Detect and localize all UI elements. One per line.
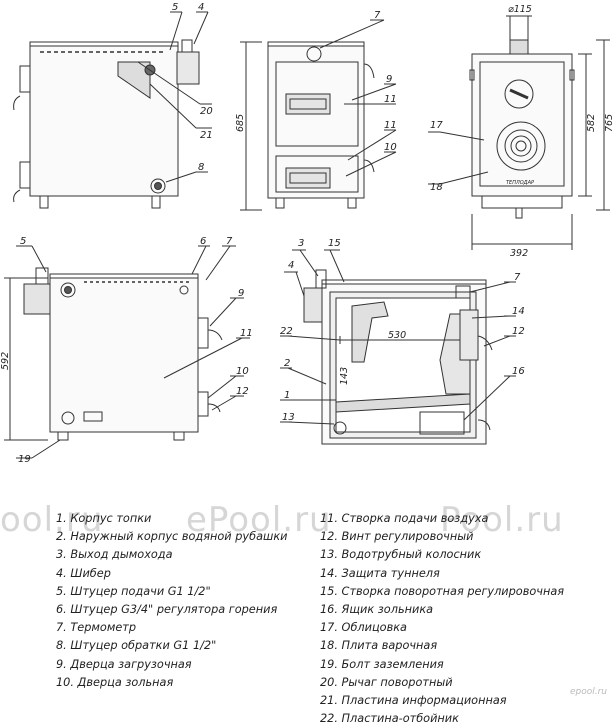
callout: 12 <box>512 326 525 337</box>
legend-item: 4. Шибер <box>56 566 111 580</box>
nameplate-text: ТЕПЛОДАР <box>506 180 534 186</box>
view-front <box>267 41 375 209</box>
legend-item: 19. Болт заземления <box>320 657 444 671</box>
legend-item: 3. Выход дымохода <box>56 548 173 562</box>
callout: 9 <box>386 74 392 85</box>
legend-item: 13. Водотрубный колосник <box>320 548 482 562</box>
view-rear <box>13 39 200 209</box>
callout: 8 <box>198 162 204 173</box>
legend-item: 6. Штуцер G3/4" регулятора горения <box>56 603 278 617</box>
legend-item: 8. Штуцер обратки G1 1/2" <box>56 639 217 653</box>
watermark: ePool.ru <box>186 500 332 540</box>
legend-item: 15. Створка поворотная регулировочная <box>320 584 565 598</box>
callout: 15 <box>328 238 341 249</box>
technical-drawing: 5 4 20 21 8 7 9 11 11 10 17 18 5 6 7 9 1… <box>0 2 613 465</box>
callout: 3 <box>298 238 304 249</box>
callout: 12 <box>236 386 249 397</box>
legend-item: 20. Рычаг поворотный <box>320 675 453 689</box>
view-section <box>303 269 493 445</box>
callout: 9 <box>238 288 244 299</box>
callout: 22 <box>280 326 293 337</box>
legend-left: 1. Корпус топки 2. Наружный корпус водян… <box>56 510 288 692</box>
callout: 1 <box>284 390 290 401</box>
callout: 17 <box>430 120 443 131</box>
callout: 6 <box>200 236 206 247</box>
callout: 5 <box>172 2 178 13</box>
callout: 14 <box>512 306 525 317</box>
legend-item: 1. Корпус топки <box>56 512 152 525</box>
watermark: Pool.ru <box>440 500 564 540</box>
callout: 7 <box>514 272 521 283</box>
legend-item: 2. Наружный корпус водяной рубашки <box>56 530 288 544</box>
legend-item: 5. Штуцер подачи G1 1/2" <box>56 584 211 598</box>
view-top <box>469 39 575 219</box>
site-logo: epool.ru <box>569 687 607 697</box>
view-side <box>23 267 223 441</box>
callout: 10 <box>384 142 397 153</box>
dimension-inner-depth: 530 <box>388 330 406 341</box>
callout: 21 <box>200 130 213 141</box>
legend-item: 10. Дверца зольная <box>56 675 174 689</box>
legend-item: 22. Пластина-отбойник <box>320 712 459 726</box>
legend-item: 14. Защита туннеля <box>320 566 440 580</box>
callout: 18 <box>430 182 443 193</box>
dimension-side-height: 592 <box>0 352 11 370</box>
callout: 4 <box>198 2 204 13</box>
dimension-inner-height: 143 <box>339 367 350 385</box>
legend-item: 17. Облицовка <box>320 621 407 635</box>
dimension-height-total: 685 <box>235 114 246 132</box>
callout: 5 <box>20 236 26 247</box>
legend-item: 21. Пластина информационная <box>320 694 507 708</box>
dimension-width: 392 <box>510 248 528 259</box>
callout: 13 <box>282 412 295 423</box>
callout: 11 <box>240 328 253 339</box>
legend-item: 12. Винт регулировочный <box>320 530 474 544</box>
callout: 7 <box>226 236 233 247</box>
boiler-drawings: 5 4 20 21 8 7 9 11 11 10 17 18 5 6 7 9 1… <box>0 2 613 465</box>
legend-item: 16. Ящик зольника <box>320 603 434 617</box>
legend-item: 11. Створка подачи воздуха <box>320 512 489 525</box>
callout: 4 <box>288 260 294 271</box>
watermark: ool.ru <box>0 500 104 540</box>
callout: 10 <box>236 366 249 377</box>
legend-item: 9. Дверца загрузочная <box>56 657 192 671</box>
callout: 11 <box>384 120 397 131</box>
callout: 19 <box>18 454 31 465</box>
callout: 11 <box>384 94 397 105</box>
dimension-depth-inner: 582 <box>586 114 597 132</box>
dimension-flue-diameter: ⌀115 <box>508 4 532 15</box>
legend-item: 7. Термометр <box>56 621 137 635</box>
legend-item: 18. Плита варочная <box>320 639 438 653</box>
callout: 2 <box>284 358 290 369</box>
callout: 20 <box>200 106 213 117</box>
callout: 16 <box>512 366 525 377</box>
dimension-depth-outer: 765 <box>604 114 613 132</box>
legend-right: 11. Створка подачи воздуха 12. Винт регу… <box>320 510 564 728</box>
callout: 7 <box>374 10 381 21</box>
